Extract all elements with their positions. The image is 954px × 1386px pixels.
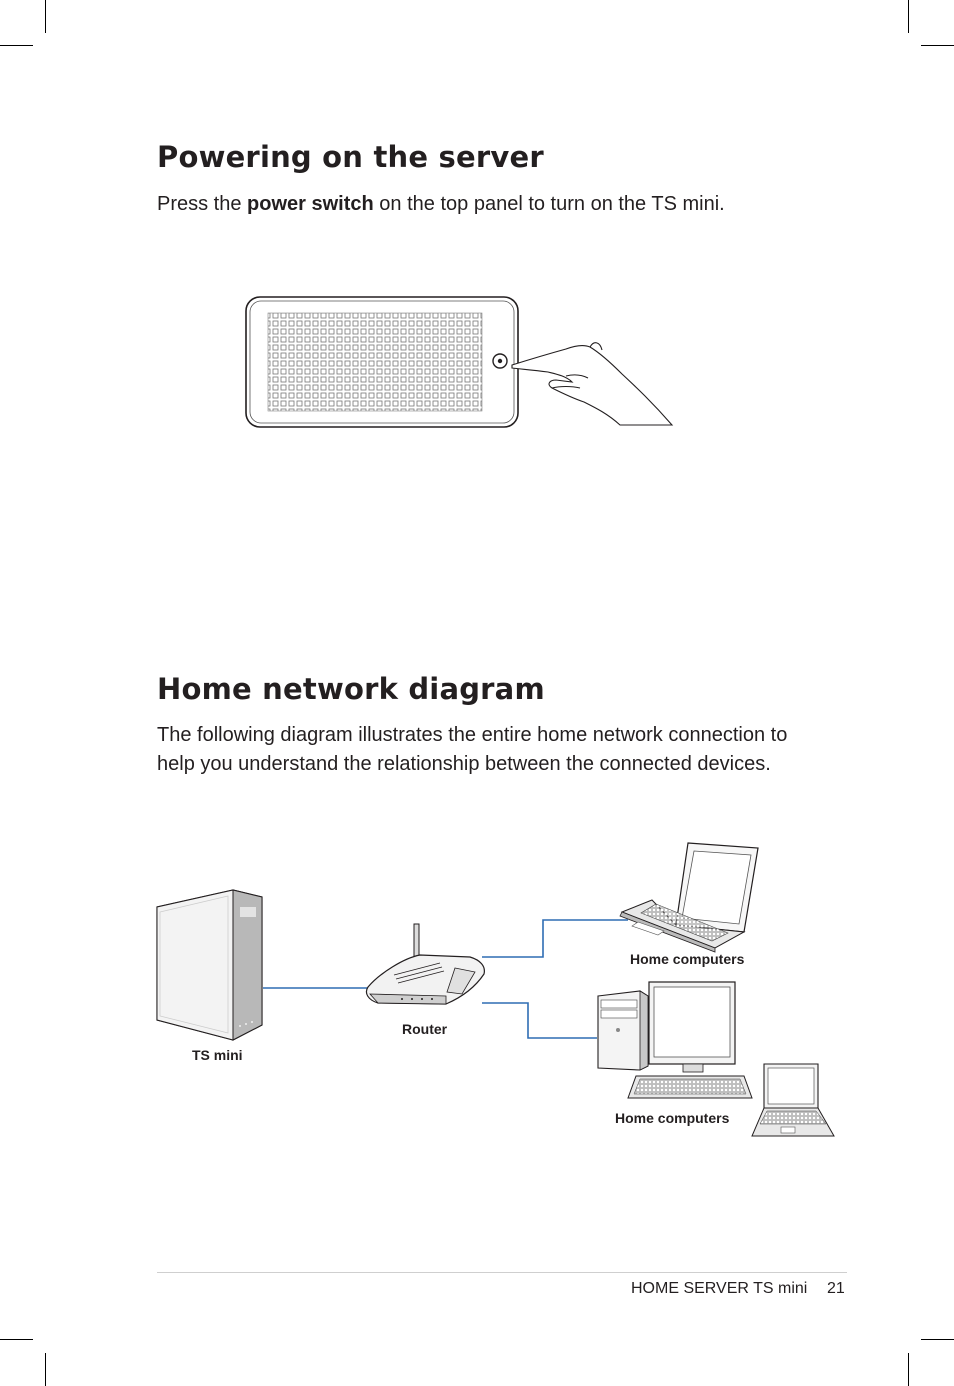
monitor-icon (648, 981, 736, 1073)
crop-mark (908, 1353, 909, 1386)
crop-mark (921, 1339, 954, 1340)
power-switch-term: power switch (247, 193, 374, 215)
crop-mark (908, 0, 909, 33)
intro-text-end: on the top panel to turn on the TS mini. (373, 193, 725, 215)
label-home-computers-desktop: Home computers (615, 1110, 730, 1126)
footer-product-name: HOME SERVER TS mini (631, 1280, 808, 1297)
power-switch-icon (492, 353, 508, 369)
section-heading-powering: Powering on the server (157, 140, 544, 174)
section-heading-network: Home network diagram (157, 672, 545, 706)
intro-text-start: Press the (157, 193, 248, 215)
laptop-icon (619, 842, 759, 953)
crop-mark (45, 1353, 46, 1386)
network-description: The following diagram illustrates the en… (157, 724, 788, 775)
ts-mini-server-icon (156, 889, 263, 1041)
line-router-desktop (482, 1002, 597, 1039)
footer-page-number: 21 (827, 1280, 845, 1297)
connection-lines (263, 919, 628, 1039)
label-ts-mini: TS mini (192, 1047, 243, 1063)
keyboard-icon (627, 1075, 753, 1099)
vent-grid (267, 312, 483, 412)
crop-mark (921, 45, 954, 46)
footer-rule (157, 1272, 847, 1273)
desktop-tower-icon (597, 990, 649, 1071)
crop-mark (45, 0, 46, 33)
router-icon (365, 923, 485, 1005)
crop-mark (0, 1339, 33, 1340)
label-home-computers-laptop: Home computers (630, 951, 745, 967)
line-router-laptop (482, 919, 628, 958)
powering-instructions: Press the power switch on the top panel … (157, 190, 725, 219)
notebook-icon (751, 1063, 835, 1137)
label-router: Router (402, 1021, 448, 1037)
crop-mark (0, 45, 33, 46)
pointing-hand-icon (511, 342, 674, 426)
